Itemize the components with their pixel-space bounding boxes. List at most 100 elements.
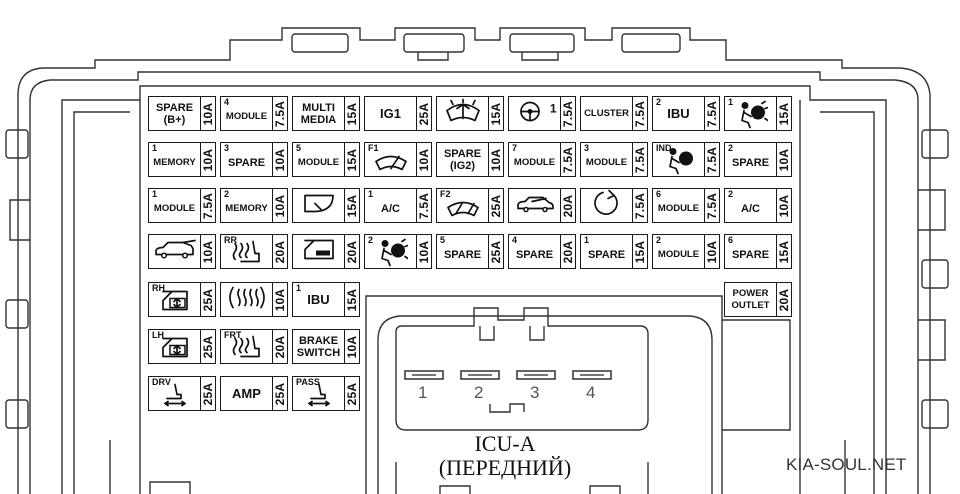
fuse-rating-cell: 25A	[488, 235, 503, 268]
fuse-rating-cell: 10A	[776, 189, 791, 222]
fuse-rating: 20A	[345, 240, 359, 263]
fuse-rating-cell: 7.5A	[560, 143, 575, 176]
fuse-number: 2	[656, 235, 662, 245]
fuse-body	[293, 189, 344, 222]
fuse-rating: 20A	[273, 335, 287, 358]
fuse-icon-number: 1	[549, 101, 557, 115]
caption-subtitle: (ПЕРЕДНИЙ)	[438, 455, 572, 480]
fuse-rating: 25A	[201, 382, 215, 405]
fuse-rating-cell: 15A	[344, 283, 359, 316]
fuse-rating-cell: 25A	[200, 377, 215, 410]
sunroof-icon	[515, 193, 555, 218]
fuse-body: IG1	[365, 97, 416, 130]
airbag-indicator-icon	[662, 146, 696, 179]
fuse-rating-cell: 10A	[272, 143, 287, 176]
fuse-rating-cell: 10A	[416, 143, 431, 176]
fuse-number: 1	[152, 143, 158, 153]
fuse-rating-cell: 10A	[776, 143, 791, 176]
fuse-rating: 7.5A	[705, 192, 719, 219]
fuse-body: LH	[149, 330, 200, 363]
fuse-body: RH	[149, 283, 200, 316]
fuse-rating-cell: 15A	[344, 97, 359, 130]
fuse-rating: 20A	[561, 240, 575, 263]
fuse-body: MULTI MEDIA	[293, 97, 344, 130]
fuse-number: 4	[512, 235, 518, 245]
fuse-rating: 15A	[777, 102, 791, 125]
fuse-rating-cell: 7.5A	[416, 189, 431, 222]
fuse-rating: 15A	[345, 102, 359, 125]
steering-wheel-icon: 1	[515, 98, 557, 129]
fuse-rating: 25A	[273, 382, 287, 405]
fuse-rating: 10A	[273, 194, 287, 217]
watermark: KIA-SOUL.NET	[786, 455, 907, 474]
fuse-label: POWER OUTLET	[731, 287, 770, 311]
fuse-number: 2	[728, 143, 734, 153]
fuse-rating: 10A	[273, 148, 287, 171]
fuse-rating: 15A	[345, 194, 359, 217]
fuse-rating-cell: 10A	[488, 143, 503, 176]
fuse-rating: 20A	[561, 194, 575, 217]
fuse-body: 2	[365, 235, 416, 268]
fuse-r1c9: 1 15A	[724, 96, 792, 131]
fuse-rating: 10A	[777, 194, 791, 217]
fuse-body	[581, 189, 632, 222]
fuse-rating-cell: 10A	[200, 143, 215, 176]
fuse-r4c3: 20A	[292, 234, 360, 269]
fuse-label: MEMORY	[153, 156, 196, 168]
fuse-rating: 10A	[273, 288, 287, 311]
fuse-number: 7	[512, 143, 518, 153]
fuse-number: 3	[224, 143, 230, 153]
fuse-label: MODULE	[657, 248, 700, 260]
fuse-number: 3	[584, 143, 590, 153]
fuse-rating: 10A	[417, 240, 431, 263]
fuse-rating-cell: 25A	[200, 283, 215, 316]
fuse-rating-cell: 20A	[272, 235, 287, 268]
fuse-rating: 15A	[633, 240, 647, 263]
fuse-rating-cell: 25A	[200, 330, 215, 363]
fuse-rating: 7.5A	[633, 192, 647, 219]
fuse-body: 1	[725, 97, 776, 130]
connector-pin-2: 2	[474, 383, 484, 402]
fuse-rating: 15A	[489, 102, 503, 125]
airbag-icon	[734, 100, 769, 133]
fuse-label: A/C	[741, 202, 760, 215]
fuse-rating-cell: 10A	[416, 235, 431, 268]
fuse-label: IG1	[380, 105, 401, 121]
fuse-rating-cell: 25A	[272, 377, 287, 410]
fuse-r1c5: 15A	[436, 96, 504, 131]
windshield-washer-icon	[443, 98, 483, 129]
fuse-rating: 15A	[345, 288, 359, 311]
fuse-body: FRT	[221, 330, 272, 363]
fuse-rating: 25A	[201, 288, 215, 311]
fuse-rating-cell: 10A	[200, 235, 215, 268]
fuse-number: 2	[368, 235, 374, 245]
fuse-label: SPARE	[731, 248, 770, 261]
connector-pin-4: 4	[586, 383, 596, 402]
fuse-number: 1	[728, 97, 734, 107]
power-window-icon	[160, 288, 190, 317]
fuse-label: SPARE (B+)	[155, 101, 194, 126]
fuse-rating: 10A	[705, 240, 719, 263]
airbag-icon	[374, 238, 409, 271]
fuse-rating: 25A	[489, 240, 503, 263]
seat-adjust-icon	[159, 382, 191, 411]
